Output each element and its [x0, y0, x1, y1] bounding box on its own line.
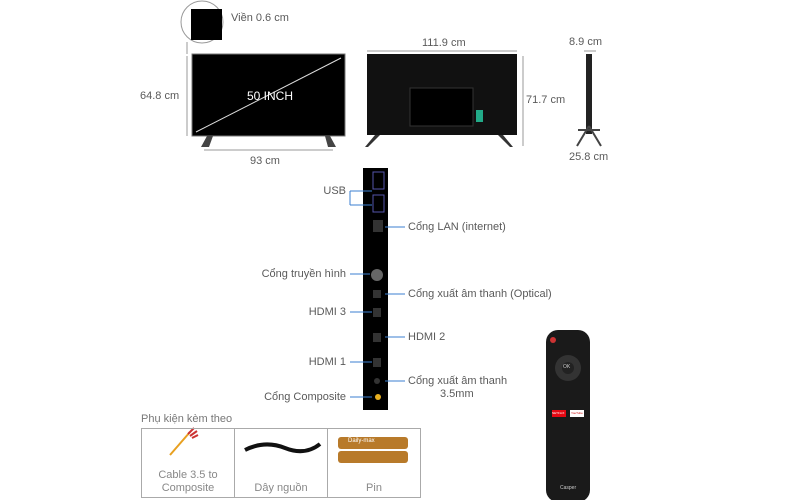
- port-hdmi1: HDMI 1: [308, 356, 346, 368]
- port-audio-out: Cổng xuất âm thanh: [408, 375, 508, 387]
- accessory-power-cord: Dây nguồn: [234, 428, 328, 498]
- remote-youtube: YouTube: [571, 411, 583, 415]
- back-height-label: 71.7 cm: [526, 94, 566, 106]
- accessories-title: Phụ kiện kèm theo: [141, 413, 233, 425]
- port-audio-35mm: 3.5mm: [440, 388, 474, 400]
- remote-control: [546, 330, 590, 500]
- front-tv: [186, 53, 346, 151]
- back-width-label: 111.9 cm: [422, 37, 466, 49]
- side-tv: [576, 50, 602, 147]
- port-lan: Cổng LAN (internet): [408, 221, 506, 233]
- remote-ok: OK: [563, 364, 571, 370]
- accessory-cable-line1: Cable 3.5 to: [158, 469, 218, 481]
- remote-netflix: NETFLIX: [552, 411, 565, 415]
- bezel-label: Viền 0.6 cm: [231, 12, 289, 24]
- bezel-inset: [180, 0, 224, 54]
- remote-brand: Casper: [560, 485, 577, 491]
- port-optical: Cổng xuất âm thanh (Optical): [408, 288, 552, 300]
- front-width-label: 93 cm: [250, 155, 280, 167]
- accessory-cable-line2: Composite: [161, 482, 215, 494]
- front-diagonal-label: 50 INCH: [247, 89, 294, 103]
- back-tv: [365, 50, 524, 147]
- port-composite: Cổng Composite: [264, 391, 346, 403]
- side-depth-label: 8.9 cm: [569, 36, 603, 48]
- port-hdmi2: HDMI 2: [408, 331, 446, 343]
- accessory-battery-label: Pin: [366, 482, 382, 494]
- accessory-images: [169, 427, 408, 463]
- accessory-battery: Daily-max Pin: [327, 428, 421, 498]
- front-height-label: 64.8 cm: [140, 90, 180, 102]
- accessory-power-cord-label: Dây nguồn: [254, 482, 308, 494]
- port-panel: [349, 168, 405, 410]
- battery-brand: Daily-max: [348, 438, 375, 444]
- port-usb: USB: [323, 185, 346, 197]
- port-antenna: Cổng truyền hình: [261, 268, 346, 280]
- port-hdmi3: HDMI 3: [308, 306, 346, 318]
- side-stand-label: 25.8 cm: [569, 151, 609, 163]
